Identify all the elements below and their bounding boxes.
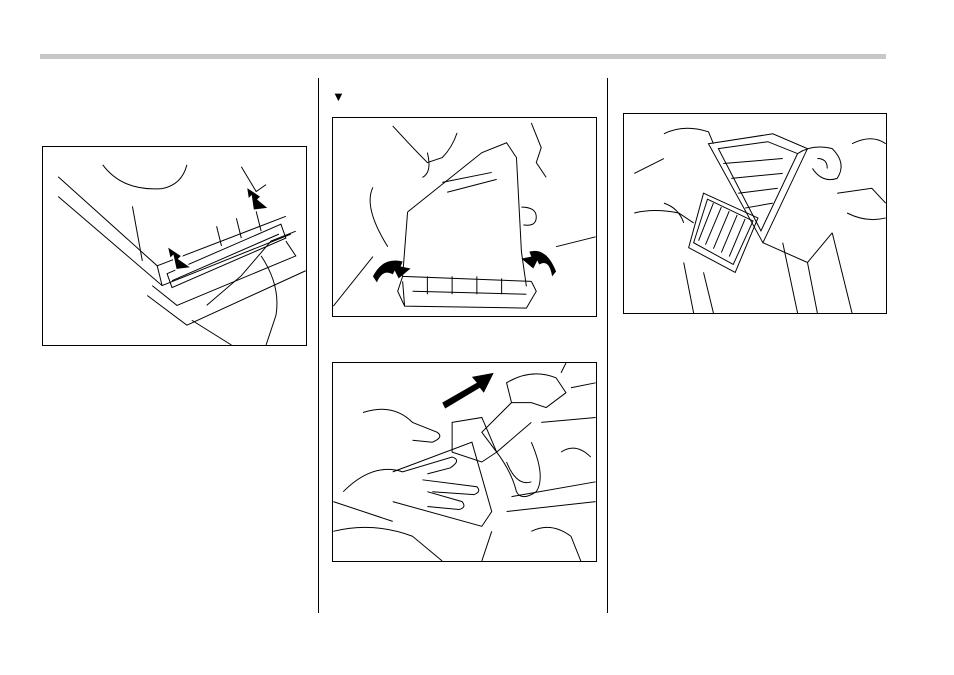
section-marker: ▼: [332, 90, 345, 103]
figure-lift-cover: [332, 362, 597, 562]
figure-filter-clips: [42, 146, 307, 346]
figure-remove-element: [623, 113, 887, 314]
filter-clips-arrows-illustration: [43, 147, 306, 345]
figure-airbox-clips: [332, 117, 597, 317]
header-rule: [40, 54, 886, 59]
lift-cover-hands-illustration: [333, 363, 596, 561]
column-divider-right: [607, 78, 608, 613]
remove-filter-element-illustration: [624, 114, 886, 313]
airbox-cover-clips-illustration: [333, 118, 596, 316]
column-divider-left: [318, 78, 319, 613]
